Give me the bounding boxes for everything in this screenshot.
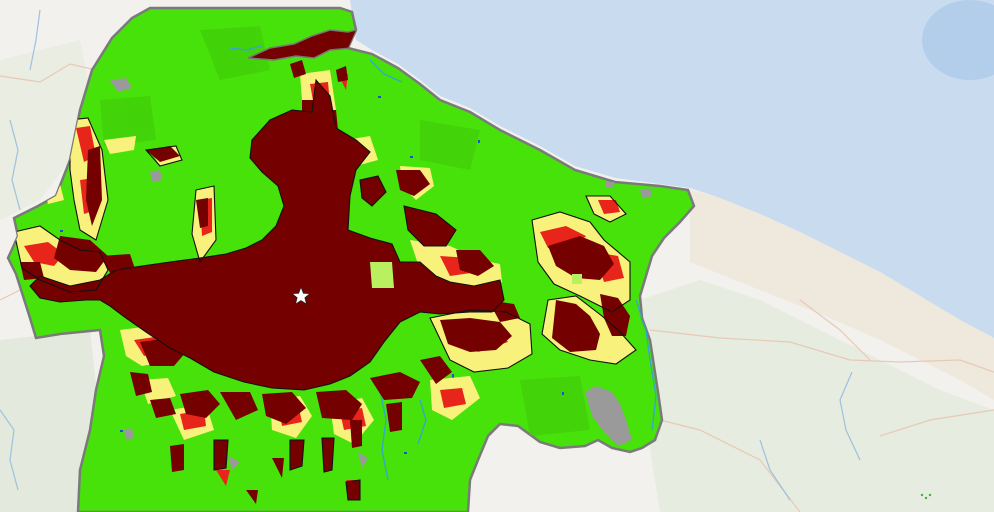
star-icon[interactable] <box>290 285 312 306</box>
roads <box>0 63 994 512</box>
land-cover-layer <box>13 26 657 504</box>
sea <box>350 0 994 338</box>
streams <box>229 45 657 481</box>
basemap-markers <box>920 493 932 500</box>
terrain-southwest <box>0 330 100 512</box>
urban-boundaries <box>13 78 637 501</box>
coastal-sand <box>690 190 994 400</box>
terrain-west <box>0 40 92 220</box>
sea-deep <box>922 0 994 80</box>
rivers <box>0 9 861 501</box>
green-texture <box>100 26 590 436</box>
light-green-parcels <box>370 262 582 288</box>
grey-settlements <box>110 78 652 470</box>
